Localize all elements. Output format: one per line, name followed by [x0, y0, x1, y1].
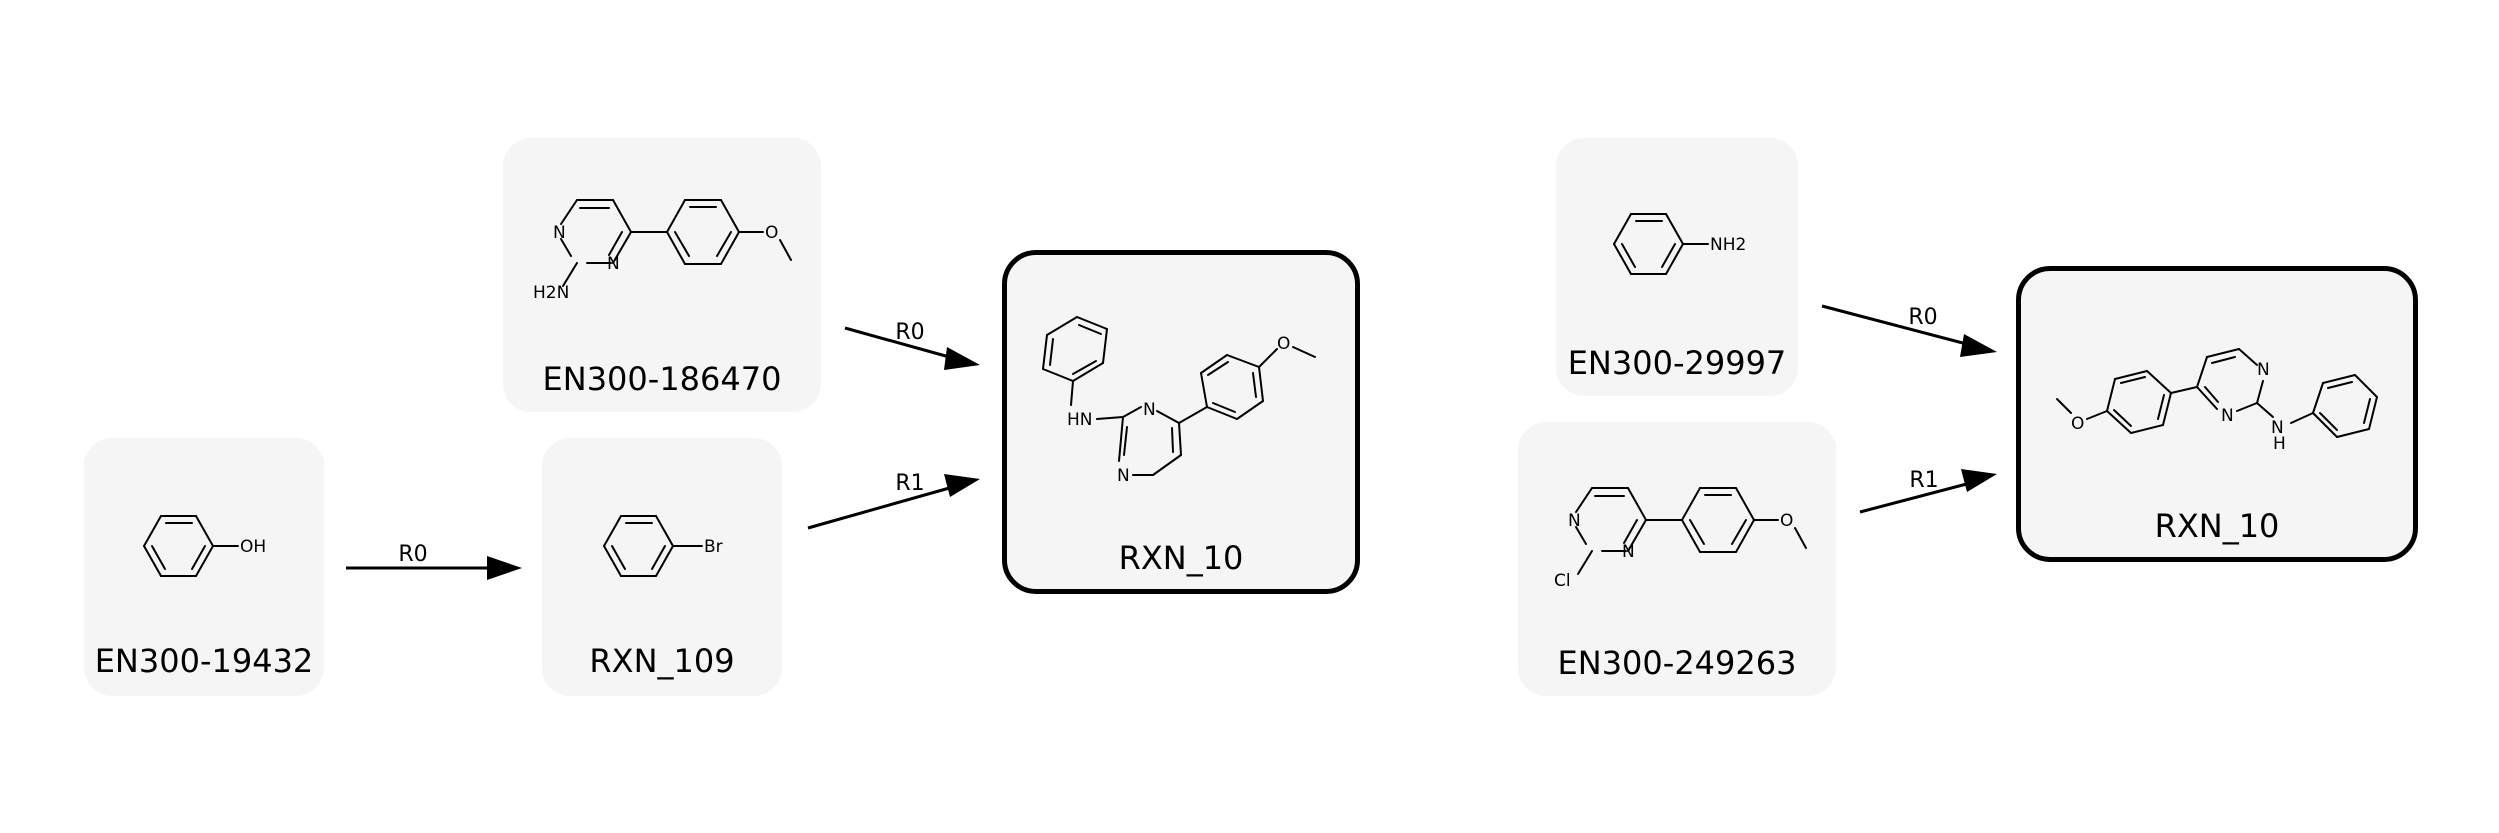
atom-label: N — [1117, 466, 1130, 486]
atom-label: OH — [240, 537, 266, 557]
edge-label: R0 — [895, 320, 924, 345]
atom-label: NH2 — [1710, 235, 1746, 255]
atom-label: O — [1780, 511, 1793, 531]
molecule-node-en300-19432[interactable]: OH EN300-19432 — [84, 438, 324, 696]
node-label: EN300-29997 — [1567, 344, 1787, 382]
edge-label: R1 — [895, 471, 924, 496]
node-label: EN300-249263 — [1557, 644, 1797, 682]
aniline-structure-icon: NH2 — [1613, 213, 1746, 275]
node-label: EN300-19432 — [94, 642, 314, 680]
arrow-left-r0-b: R0 — [844, 320, 980, 370]
atom-label: N — [607, 254, 620, 274]
chloropyrimidine-structure-icon: N N Cl O — [1554, 487, 1807, 591]
node-label: RXN_10 — [2154, 507, 2280, 545]
atom-label: HN — [1067, 410, 1093, 430]
target-node-rxn-10-right[interactable]: O N N N H — [2016, 266, 2418, 562]
arrow-left-r1: R1 — [807, 471, 980, 530]
node-label: RXN_109 — [589, 642, 735, 680]
product-structure-icon: O N N N H — [2056, 348, 2378, 454]
arrow-right-r1: R1 — [1859, 468, 1997, 514]
arrow-left-r0-a: R0 — [346, 542, 522, 580]
atom-label: Br — [704, 537, 723, 557]
atom-label: O — [1277, 334, 1290, 354]
atom-label: N — [1143, 400, 1156, 420]
molecule-node-rxn-109[interactable]: Br RXN_109 — [542, 438, 782, 696]
atom-label: N — [1622, 542, 1635, 562]
atom-label: Cl — [1554, 571, 1571, 591]
phenol-structure-icon: OH — [143, 515, 266, 577]
atom-label: H — [2273, 434, 2286, 454]
aminopyrimidine-structure-icon: N N H2N O — [533, 199, 792, 303]
molecule-node-en300-186470[interactable]: N N H2N O EN300-186470 — [503, 138, 821, 412]
molecule-node-en300-249263[interactable]: N N Cl O EN300-249263 — [1518, 422, 1836, 696]
atom-label: O — [2071, 414, 2084, 434]
node-label: EN300-186470 — [542, 360, 782, 398]
bromobenzene-structure-icon: Br — [603, 515, 723, 577]
atom-label: N — [1568, 511, 1581, 531]
atom-label: O — [765, 223, 778, 243]
edge-label: R0 — [398, 542, 427, 567]
edge-label: R1 — [1909, 468, 1938, 493]
atom-label: N — [2257, 360, 2270, 380]
atom-label: N — [2221, 406, 2234, 426]
node-label: RXN_10 — [1118, 539, 1244, 577]
atom-label: H2N — [533, 283, 569, 303]
product-structure-icon: HN N N O — [1042, 316, 1316, 486]
atom-label: N — [553, 223, 566, 243]
target-node-rxn-10-left[interactable]: HN N N O RXN_10 — [1002, 250, 1360, 594]
atom-label: N — [2271, 418, 2284, 438]
edge-label: R0 — [1908, 305, 1937, 330]
molecule-node-en300-29997[interactable]: NH2 EN300-29997 — [1556, 138, 1798, 396]
arrow-right-r0: R0 — [1821, 304, 1997, 357]
